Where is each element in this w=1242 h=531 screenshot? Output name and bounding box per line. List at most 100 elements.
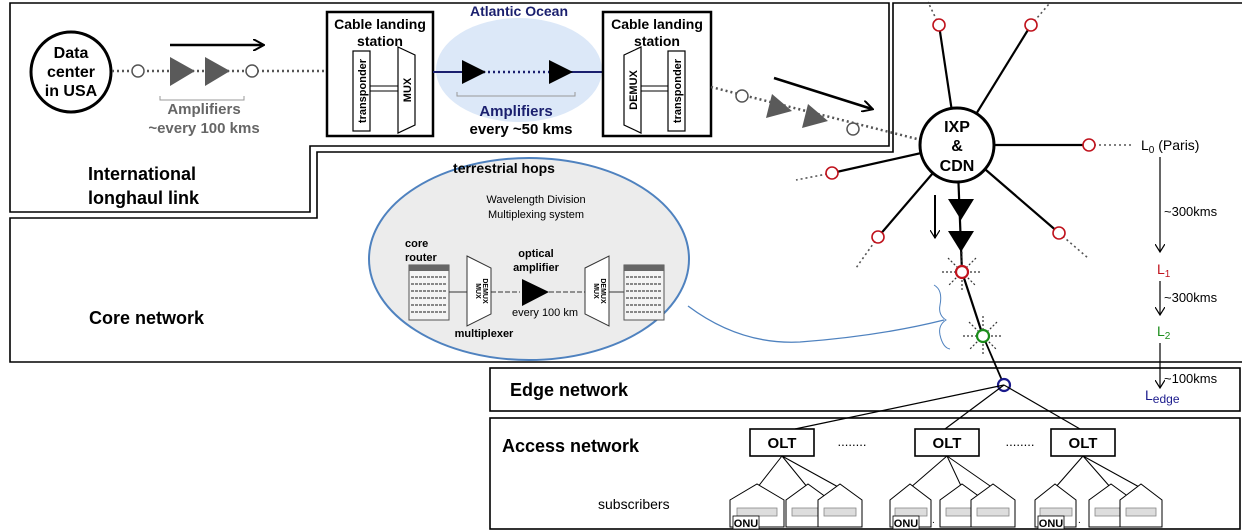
terrestrial-hops-ellipse-border [368, 157, 690, 361]
ixp-cdn-node [918, 106, 996, 184]
callout-line [687, 305, 945, 343]
link-l1-l2 [960, 271, 985, 337]
amplifiers-bracket [456, 92, 576, 97]
onu-label: ONU [1039, 518, 1064, 530]
access-network-label: Access network [502, 436, 640, 456]
wdm-label-1: Wavelength Division [486, 194, 585, 206]
terrestrial-hops-label: terrestrial hops [453, 160, 555, 176]
amplifiers-bracket [159, 96, 245, 101]
mux-left-label: MUX [402, 77, 414, 102]
mux-small-label: MUX [474, 283, 481, 299]
amplifier-icon [948, 199, 974, 220]
amplifiers-ocean-label: Amplifiers [479, 103, 552, 120]
mux-small-label-2: MUX [592, 283, 599, 299]
l2-label: L2 [1157, 323, 1171, 342]
subscribers-label: subscribers [598, 496, 670, 512]
link-node [846, 122, 860, 136]
landing-right-label-2: station [634, 33, 680, 49]
access-network-frame [489, 417, 1241, 530]
amplifier-icon [462, 60, 486, 84]
core-network-label: Core network [89, 308, 205, 328]
amplifier-icon [766, 94, 792, 118]
amplifiers-ocean-freq: every ~50 kms [469, 121, 572, 138]
international-link-frame [9, 2, 890, 213]
dist-300-b: ~300kms [1164, 290, 1218, 305]
core-router-icon [408, 264, 450, 321]
l0-label: L0 (Paris) [1141, 137, 1199, 156]
data-center-label-2: center [47, 64, 95, 81]
mux-trapezoid-left [397, 46, 416, 134]
link-l2-edge [982, 335, 1005, 386]
ledge-label: Ledge [1145, 387, 1180, 406]
demux-trapezoid [623, 46, 642, 134]
l2-node [975, 328, 991, 344]
core-router-label-2: router [405, 252, 438, 264]
ixp-label-1: IXP [944, 119, 970, 136]
l1-label: L1 [1157, 261, 1171, 280]
edge-olt-link [944, 384, 1005, 430]
data-center-label-1: Data [54, 45, 89, 62]
onu-dots: . [932, 515, 935, 526]
mux-demux-icon [584, 255, 610, 327]
peer-nodes [825, 18, 1096, 244]
core-router-label-1: core [405, 238, 428, 250]
ixp-label-3: CDN [940, 158, 975, 175]
core-network-frame [9, 2, 1242, 363]
transponder-left-label: transponder [357, 58, 369, 123]
onu-dots: . [1078, 515, 1081, 526]
dist-300-a: ~300kms [1164, 204, 1218, 219]
onu-house [1119, 483, 1163, 528]
olt-box [749, 428, 815, 457]
data-center-label-3: in USA [45, 83, 98, 100]
core-router-icon-right [623, 264, 665, 321]
wdm-label-2: Multiplexing system [488, 209, 584, 221]
demux-label: DEMUX [628, 69, 640, 109]
international-link-label-1: International [88, 164, 196, 184]
transponder-box-right [667, 50, 686, 132]
link-node [245, 64, 259, 78]
optical-amplifier-icon [522, 279, 549, 306]
olt-label: OLT [1069, 435, 1098, 452]
demux-small-label-2: DEMUX [599, 278, 606, 304]
every-100km-label: every 100 km [512, 307, 578, 319]
onu-house [970, 483, 1016, 528]
onu-label: ONU [894, 518, 919, 530]
olt-dots: ........ [838, 434, 867, 449]
olt-label: OLT [933, 435, 962, 452]
optical-amplifier-label-1: optical [518, 248, 553, 260]
l1-node [954, 264, 970, 280]
link-node [131, 64, 145, 78]
landing-left-label-1: Cable landing [334, 16, 426, 32]
amplifier-icon [948, 231, 974, 252]
transponder-right-label: transponder [672, 58, 684, 123]
onu-house [1034, 483, 1077, 530]
link-node [735, 89, 749, 103]
onu-house [729, 483, 785, 530]
data-center-node [29, 30, 113, 114]
amplifier-icon [549, 60, 573, 84]
edge-olt-link [1003, 384, 1081, 430]
edge-network-frame [489, 367, 1241, 412]
olt-onu-links [756, 455, 1142, 489]
amplifier-icon [802, 104, 828, 128]
optical-amplifier-label-2: amplifier [513, 262, 560, 274]
olt-dots: ........ [1006, 434, 1035, 449]
landing-left-label-2: station [357, 33, 403, 49]
amplifier-icon [170, 57, 195, 86]
olt-label: OLT [768, 435, 797, 452]
amplifier-icon [205, 57, 230, 86]
onu-label: ONU [734, 518, 759, 530]
landing-right-label-1: Cable landing [611, 16, 703, 32]
mux-demux-icon [466, 255, 492, 327]
atlantic-ocean-label: Atlantic Ocean [470, 3, 568, 19]
ixp-label-2: & [951, 138, 963, 155]
hop-brace [933, 284, 951, 350]
demux-small-label: DEMUX [481, 278, 488, 304]
amplifiers-left-label: Amplifiers [167, 101, 240, 118]
onu-house [889, 483, 932, 530]
edge-olt-link [794, 384, 1005, 430]
edge-network-label: Edge network [510, 380, 629, 400]
direction-arrow [773, 76, 872, 109]
